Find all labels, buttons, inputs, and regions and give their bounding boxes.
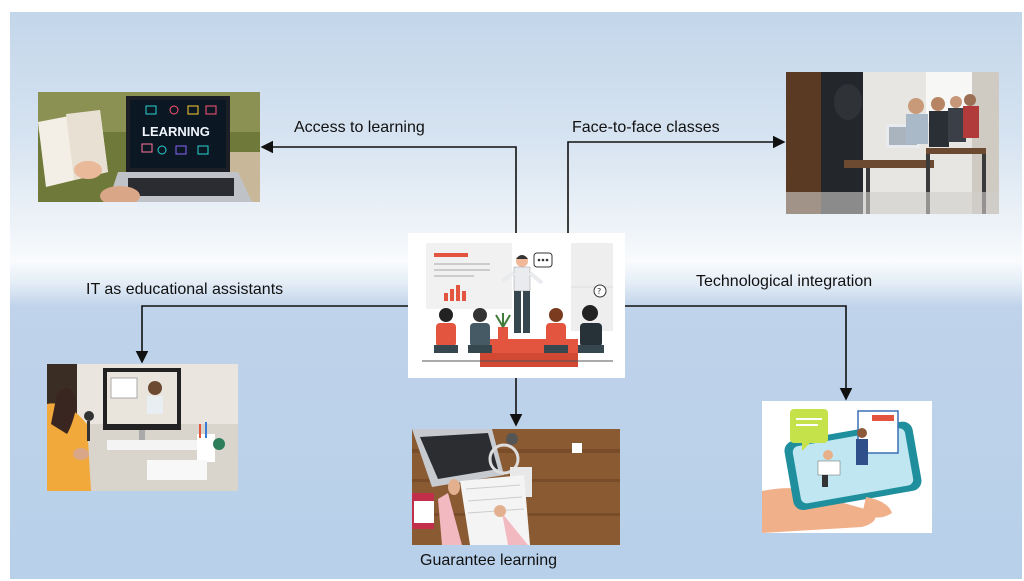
photo-online-learning-laptop: LEARNING: [38, 92, 260, 202]
label-guarantee-learning: Guarantee learning: [420, 552, 557, 569]
label-face-to-face-classes: Face-to-face classes: [572, 119, 720, 136]
arrow-it-educational-assistants: [135, 305, 408, 364]
label-access-to-learning: Access to learning: [294, 119, 425, 136]
arrow-technological-integration: [625, 305, 853, 401]
photo-it-video-call: [47, 364, 238, 491]
illustration-presentation: ?: [408, 233, 625, 378]
photo-face-to-face-classroom: [786, 72, 999, 214]
laptop-screen-word: LEARNING: [142, 124, 210, 139]
label-it-educational-assistants: IT as educational assistants: [86, 281, 284, 298]
label-technological-integration: Technological integration: [696, 273, 873, 290]
svg-text:?: ?: [597, 287, 601, 296]
arrow-face-to-face-classes: [567, 135, 786, 233]
illustration-technological-integration-phone: [762, 401, 932, 533]
arrow-access-to-learning: [260, 140, 517, 233]
photo-guarantee-learning-desk: [412, 429, 620, 545]
